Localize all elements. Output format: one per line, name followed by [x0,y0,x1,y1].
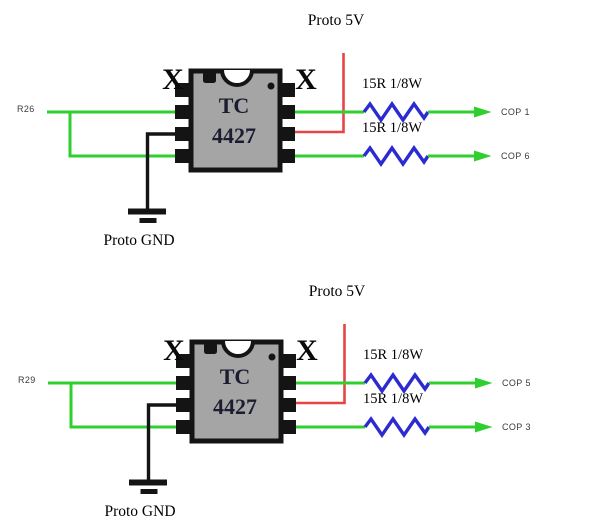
ground-symbol-bar-top [129,479,167,486]
resistor-value-label: 15R 1/8W [363,347,423,363]
unused-pin-x-left: X [163,334,185,367]
resistor-zigzag [363,415,431,439]
ic-pin-4 [176,420,190,434]
resistor-zigzag [362,144,430,168]
ground-symbol-bar-bottom [140,489,158,494]
ic-pin-3 [176,398,190,412]
resistor-value-label: 15R 1/8W [362,120,422,136]
chip-name-line1: TC [219,93,250,118]
input-net-label: R26 [17,104,35,114]
ground-wire [146,403,181,482]
ic-notch-icon [221,340,255,358]
pin1-marker-icon [204,343,217,354]
input-net-label: R29 [18,375,36,385]
driver-circuit-top: Proto 5V R26 Proto GND TC 4427 X X 15R 1… [17,12,530,249]
output-arrow-icon [474,150,492,162]
ic-pin-8 [282,354,296,368]
ic-pin-7 [282,376,296,390]
dot-marker-icon [267,82,275,90]
output-arrow-icon [475,377,493,389]
ic-pin-8 [281,83,295,97]
ic-chip-body [189,339,284,444]
ic-pin-6 [281,127,295,141]
unused-pin-x-right: X [296,334,318,367]
output-arrow-icon [475,421,493,433]
ic-pin-2 [176,376,190,390]
ic-pin-4 [175,149,189,163]
ic-pin-6 [282,398,296,412]
ic-pin-7 [281,105,295,119]
output-net-label: COP 1 [501,107,530,117]
chip-name-line2: 4427 [212,123,256,148]
output-net-label: COP 6 [501,151,530,161]
power-net-label: Proto 5V [309,283,366,300]
unused-pin-x-right: X [295,63,317,96]
power-net-label: Proto 5V [308,12,365,29]
output-arrow-icon [474,106,492,118]
input-branch-wire [69,383,181,429]
ic-pin-1 [176,354,190,368]
output-net-label: COP 5 [502,378,531,388]
ic-pin-1 [175,83,189,97]
chip-name-line1: TC [220,364,251,389]
ic-pin-5 [282,420,296,434]
resistor-zigzag [362,100,430,124]
unused-pin-x-left: X [162,63,184,96]
ground-symbol-bar-bottom [139,218,157,223]
driver-circuit-bottom: Proto 5V R29 Proto GND TC 4427 X X 15R 1… [18,283,531,520]
chip-name-line2: 4427 [213,394,257,419]
resistor-value-label: 15R 1/8W [363,391,423,407]
power-wire [296,324,346,405]
resistor-value-label: 15R 1/8W [362,76,422,92]
ground-net-label: Proto GND [104,503,175,520]
ic-pin-3 [175,127,189,141]
pin1-marker-icon [203,72,216,83]
ic-pin-5 [281,149,295,163]
output-net-label: COP 3 [502,422,531,432]
dot-marker-icon [268,353,276,361]
ground-wire [145,132,180,211]
power-wire [295,53,345,134]
resistor-zigzag [363,371,431,395]
ground-symbol-bar-top [128,208,166,215]
ic-notch-icon [220,69,254,87]
input-branch-wire [68,112,180,158]
ic-pin-2 [175,105,189,119]
ground-net-label: Proto GND [103,232,174,249]
